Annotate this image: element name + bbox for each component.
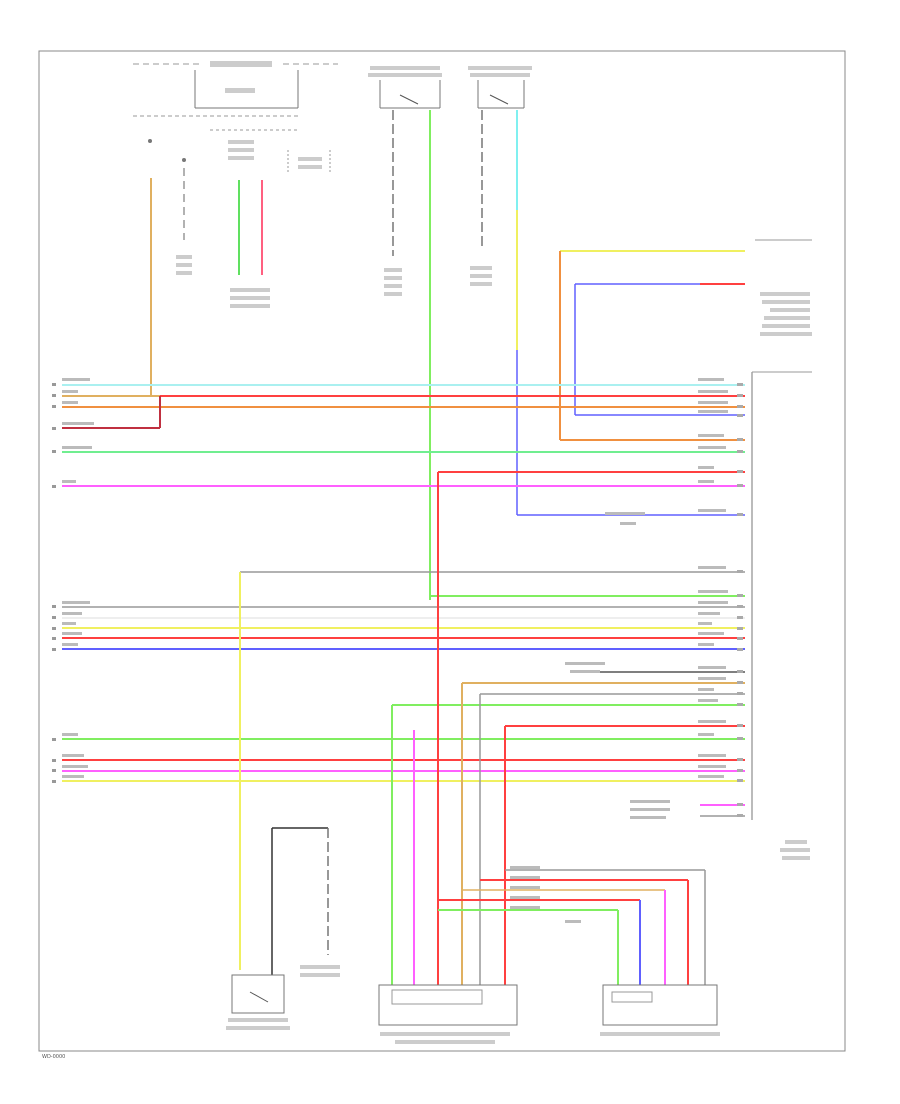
left-front-door-switch: [368, 66, 442, 600]
diagram-border: [38, 50, 846, 1052]
footer-code: WD-0000: [42, 1054, 65, 1060]
main-connector: [751, 371, 812, 860]
antenna-module-b: [600, 984, 720, 1036]
connector-pin-marks: [737, 383, 743, 817]
top-left-connector-block: [133, 60, 338, 172]
antenna-module-a: [378, 984, 518, 1044]
right-top-switch-block: [559, 239, 812, 441]
top-left-vertical-wires: [150, 168, 270, 395]
vertical-antenna-feeders: [239, 472, 506, 985]
wire-label-marks: [62, 378, 728, 923]
antenna-b-wires: [438, 869, 706, 985]
trunk-lid-switch: [468, 66, 745, 516]
left-terminal-marks: [52, 383, 56, 783]
horizontal-wire-bus: [62, 384, 745, 817]
right-front-door-switch: [226, 827, 340, 1030]
